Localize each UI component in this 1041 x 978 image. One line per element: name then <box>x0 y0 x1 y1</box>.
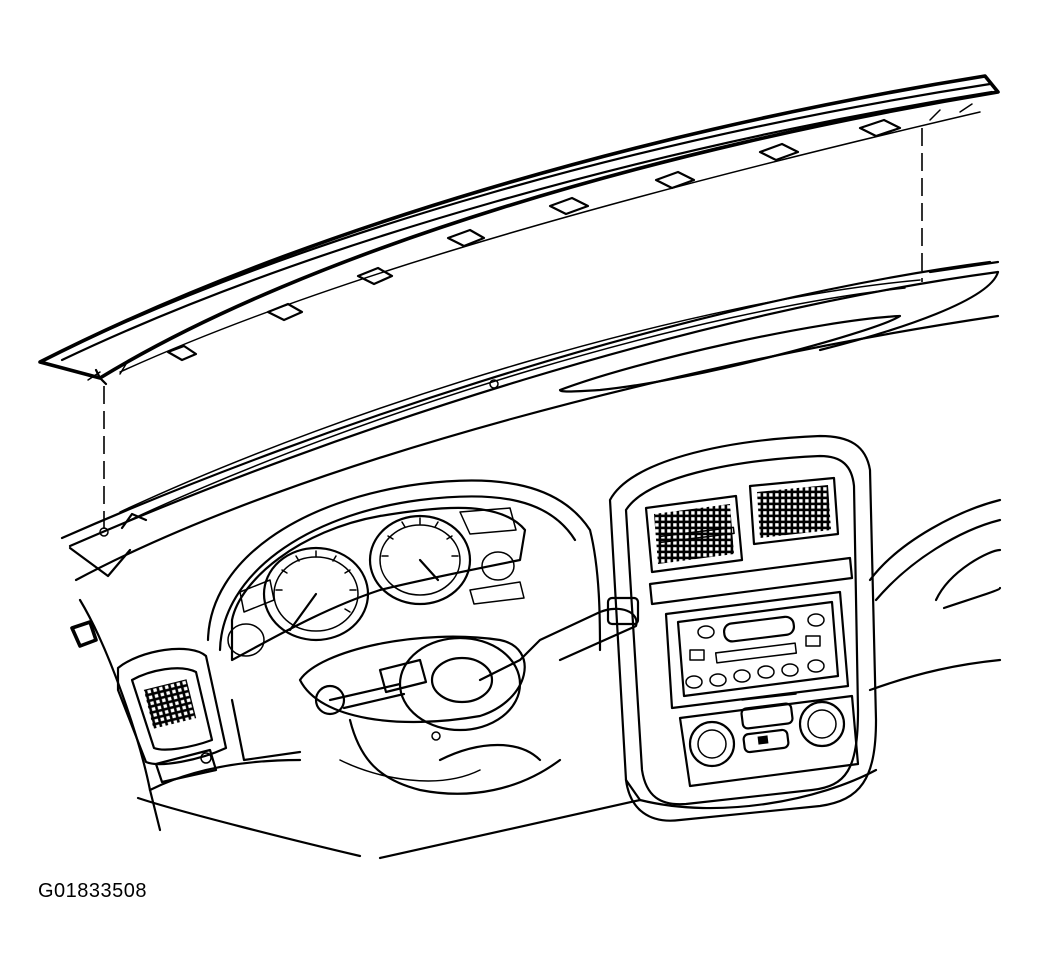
alignment-lines <box>103 128 923 530</box>
dashboard-top <box>60 260 1000 582</box>
lower-dash-left <box>78 598 362 858</box>
dashboard-right <box>378 498 1002 860</box>
center-stack <box>608 434 878 822</box>
instrument-cluster-hood <box>206 479 602 662</box>
steering-column <box>298 596 640 795</box>
upper-trim-pad <box>38 74 1000 386</box>
left-vent <box>70 620 228 784</box>
figure-id-label: G01833508 <box>38 880 148 902</box>
